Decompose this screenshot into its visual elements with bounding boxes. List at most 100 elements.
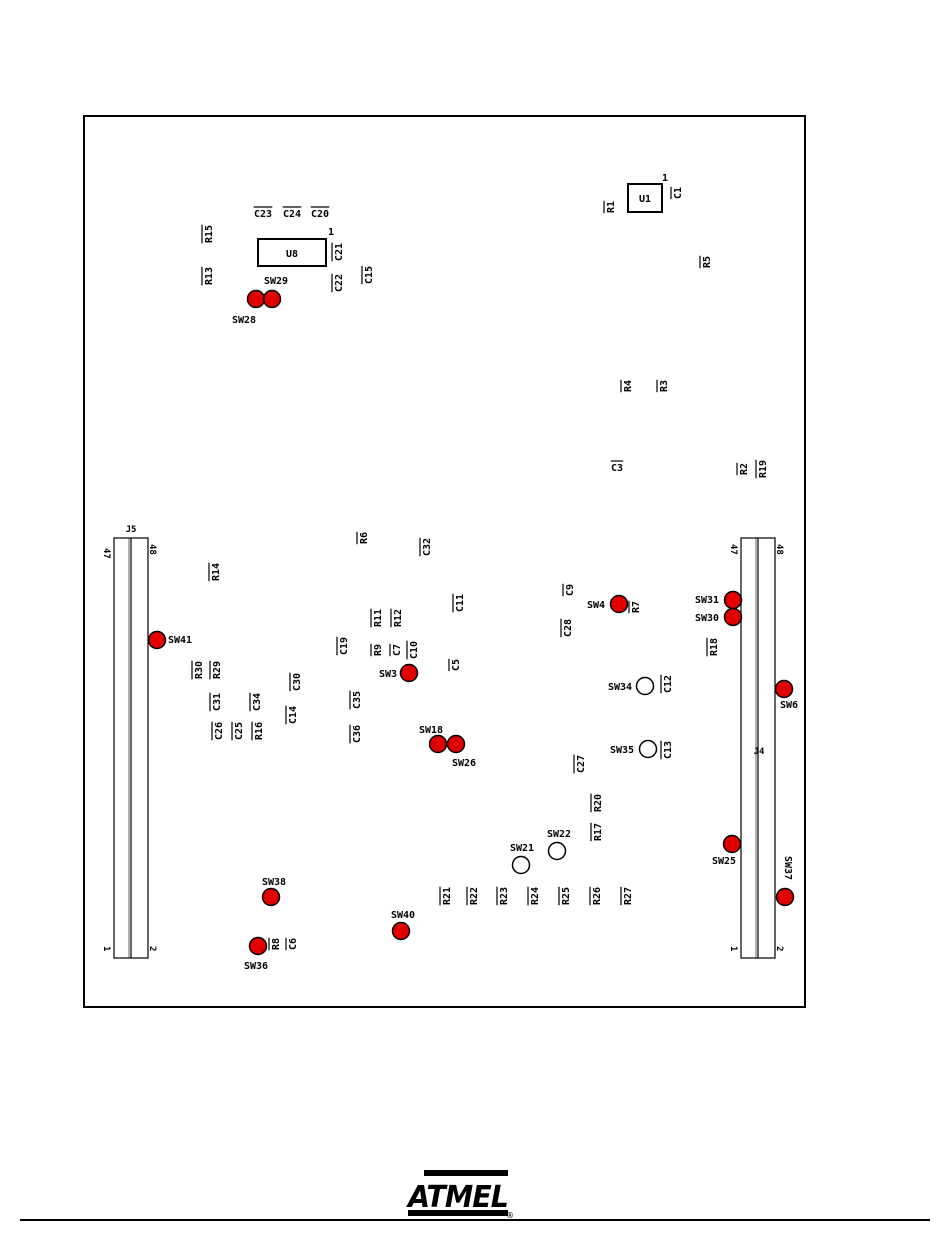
component-c5: C5 <box>448 658 462 672</box>
header-j5-pin47: 47 <box>101 548 111 559</box>
component-label: C26 <box>214 722 225 740</box>
chip-u8: U8 1 <box>257 227 334 267</box>
component-r22: R22 <box>466 886 480 906</box>
switch-pad-filled <box>391 921 411 941</box>
switch-sw34: SW34 <box>608 676 655 696</box>
chip-u1-pin1: 1 <box>662 173 668 184</box>
component-r21: R21 <box>439 886 453 906</box>
component-label: C6 <box>288 938 299 950</box>
component-label: C9 <box>565 584 576 596</box>
component-label: C36 <box>352 725 363 743</box>
footer-rule <box>20 1219 930 1221</box>
switch-label: SW30 <box>695 613 719 624</box>
component-label: R9 <box>373 644 384 656</box>
switch-sw41: SW41 <box>147 630 192 650</box>
component-c1: C1 <box>670 186 684 200</box>
component-label: R26 <box>592 887 603 905</box>
switch-sw29: SW29 <box>262 276 288 309</box>
component-label: C11 <box>455 594 466 612</box>
component-c30: C30 <box>289 672 303 692</box>
switch-sw30: SW30 <box>695 607 743 627</box>
component-c21: C21 <box>331 242 345 262</box>
component-label: R23 <box>499 887 510 905</box>
component-label: C19 <box>339 637 350 655</box>
component-label: C13 <box>663 741 674 759</box>
component-c28: C28 <box>560 618 574 638</box>
component-label: R15 <box>204 225 215 243</box>
switch-pad-filled <box>248 936 268 956</box>
component-label: C7 <box>392 644 403 656</box>
switch-pad-open <box>638 739 658 759</box>
component-label: R21 <box>442 887 453 905</box>
switch-sw22: SW22 <box>547 829 571 861</box>
component-r19: R19 <box>755 459 769 479</box>
component-r3: R3 <box>656 379 670 393</box>
header-j5: J5 47 48 1 2 <box>101 525 157 959</box>
chip-u1-label: U1 <box>639 194 651 205</box>
component-label: C3 <box>611 463 623 474</box>
header-j4-pin47: 47 <box>728 544 738 555</box>
switch-label: SW37 <box>782 856 793 880</box>
switch-label: SW21 <box>510 843 534 854</box>
component-c25: C25 <box>231 721 245 741</box>
switch-label: SW28 <box>232 315 256 326</box>
switch-label: SW38 <box>262 877 286 888</box>
component-label: R29 <box>212 661 223 679</box>
component-r15: R15 <box>201 224 215 244</box>
header-j5-pin2: 2 <box>147 946 157 951</box>
component-label: R20 <box>593 794 604 812</box>
switch-label: SW35 <box>610 745 634 756</box>
component-c34: C34 <box>249 692 263 712</box>
component-c10: C10 <box>406 640 420 660</box>
component-r25: R25 <box>558 886 572 906</box>
component-r18: R18 <box>706 637 720 657</box>
component-c35: C35 <box>349 690 363 710</box>
component-label: C1 <box>673 187 684 199</box>
component-label: C35 <box>352 691 363 709</box>
component-r12: R12 <box>390 608 404 628</box>
switch-label: SW40 <box>391 910 415 921</box>
component-c6: C6 <box>285 937 299 951</box>
switch-pad-filled <box>399 663 419 683</box>
component-r5: R5 <box>699 255 713 269</box>
component-r8: R8 <box>268 937 282 951</box>
switch-pad-open <box>635 676 655 696</box>
component-label: C27 <box>576 755 587 773</box>
component-label: C32 <box>422 538 433 556</box>
component-label: R17 <box>593 823 604 841</box>
switch-pad-filled <box>723 607 743 627</box>
switch-pad-filled <box>723 590 743 610</box>
switch-sw26: SW26 <box>446 734 476 769</box>
switch-label: SW3 <box>379 669 397 680</box>
component-c15: C15 <box>361 265 375 285</box>
component-label: R11 <box>373 609 384 627</box>
component-label: R16 <box>254 722 265 740</box>
switch-pad-open <box>511 855 531 875</box>
switch-sw28: SW28 <box>232 289 266 326</box>
component-label: R22 <box>469 887 480 905</box>
switch-label: SW22 <box>547 829 571 840</box>
switch-label: SW4 <box>587 600 605 611</box>
component-r14: R14 <box>208 562 222 582</box>
component-c3: C3 <box>610 460 624 474</box>
component-label: C14 <box>288 706 299 724</box>
component-label: R18 <box>709 638 720 656</box>
component-c11: C11 <box>452 593 466 613</box>
switch-pad-filled <box>722 834 742 854</box>
component-label: C24 <box>283 209 301 220</box>
atmel-logo-text: ATMEL <box>406 1180 508 1215</box>
component-label: R19 <box>758 460 769 478</box>
chip-u8-pin1: 1 <box>328 227 334 238</box>
chip-u8-label: U8 <box>286 249 298 260</box>
switch-sw6: SW6 <box>774 679 798 711</box>
switch-pad-filled <box>774 679 794 699</box>
component-label: C23 <box>254 209 272 220</box>
header-j4-pin2: 2 <box>774 946 784 951</box>
component-c9: C9 <box>562 583 576 597</box>
switch-sw35: SW35 <box>610 739 658 759</box>
component-r7: R7 <box>628 600 642 614</box>
component-label: R13 <box>204 267 215 285</box>
component-r9: R9 <box>370 643 384 657</box>
component-c36: C36 <box>349 724 363 744</box>
